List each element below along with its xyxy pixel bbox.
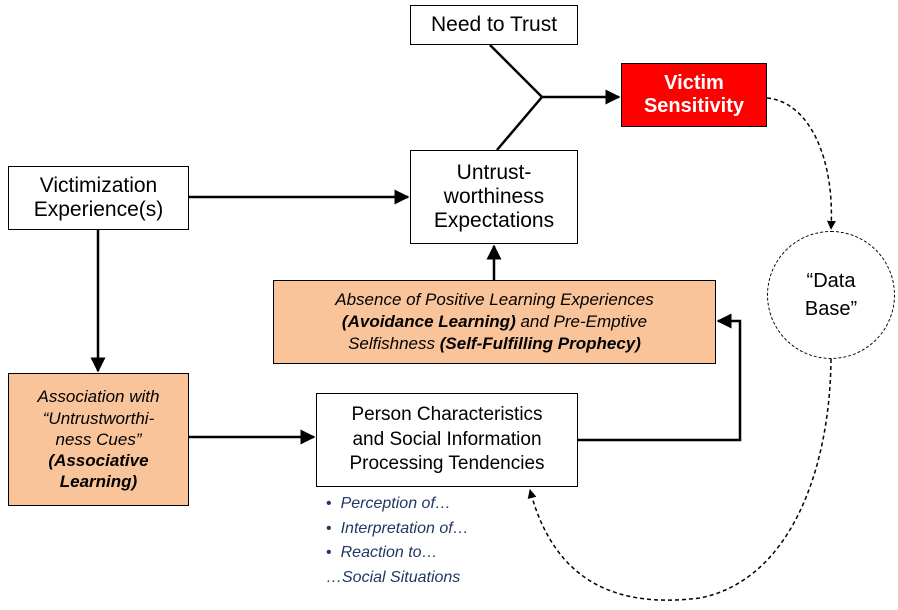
victimization-experience-box: Victimization Experience(s): [8, 166, 189, 230]
person-characteristics-box: Person Characteristics and Social Inform…: [316, 393, 578, 487]
arrow-person-to-absence: [578, 313, 742, 442]
absence-line-2: (Avoidance Learning) and Pre-Emptive: [342, 311, 647, 333]
bullet-social-situations: …Social Situations: [326, 568, 461, 586]
avoidance-learning-label: (Avoidance Learning): [341, 311, 516, 331]
untrust-line-1: Untrust-: [456, 160, 532, 184]
absence-line-3-start: Selfishness: [348, 334, 440, 354]
association-line-2: “Untrustworthi-: [42, 408, 155, 428]
untrustworthiness-expectations-box: Untrust- worthiness Expectations: [410, 150, 578, 244]
bullet-perception: Perception of…: [326, 492, 469, 517]
victim-sensitivity-box: Victim Sensitivity: [621, 63, 767, 127]
need-to-trust-label: Need to Trust: [430, 12, 558, 36]
person-line-1: Person Characteristics: [351, 403, 543, 425]
arrow-victim-to-database: [766, 97, 836, 230]
database-line-2: Base”: [804, 298, 858, 320]
untrust-line-2: worthiness: [443, 184, 545, 208]
associative-learning-line-1: (Associative: [48, 451, 149, 471]
bullet-reaction: Reaction to…: [326, 541, 469, 566]
database-line-1: “Data: [806, 270, 856, 292]
victimization-line-2: Experience(s): [33, 198, 164, 221]
victimization-line-1: Victimization: [39, 173, 158, 197]
absence-of-positive-learning-box: Absence of Positive Learning Experiences…: [273, 280, 716, 364]
associative-learning-line-2: Learning): [59, 472, 138, 492]
person-line-2: and Social Information: [352, 428, 542, 450]
absence-line-1: Absence of Positive Learning Experiences: [335, 289, 654, 309]
association-line-3: ness Cues”: [55, 429, 142, 449]
edge-untrust-junction: [496, 96, 543, 151]
victim-sensitivity-line-1: Victim: [664, 72, 724, 94]
arrow-database-to-person: [527, 358, 832, 601]
person-line-3: Processing Tendencies: [349, 453, 545, 475]
association-line-1: Association with: [37, 387, 160, 407]
database-circle: “Data Base”: [767, 231, 895, 359]
bullet-interpretation: Interpretation of…: [326, 517, 469, 542]
victim-sensitivity-line-2: Sensitivity: [643, 95, 745, 117]
association-box: Association with “Untrustworthi- ness Cu…: [8, 373, 189, 506]
social-situations-bullet-list: Perception of… Interpretation of… Reacti…: [326, 492, 469, 590]
untrust-line-3: Expectations: [433, 209, 555, 233]
need-to-trust-box: Need to Trust: [410, 5, 578, 45]
edge-trust-junction: [489, 44, 543, 98]
absence-line-2-rest: and Pre-Emptive: [515, 311, 648, 331]
self-fulfilling-prophecy-label: (Self-Fulfilling Prophecy): [439, 334, 641, 354]
absence-line-3: Selfishness (Self-Fulfilling Prophecy): [348, 333, 641, 355]
